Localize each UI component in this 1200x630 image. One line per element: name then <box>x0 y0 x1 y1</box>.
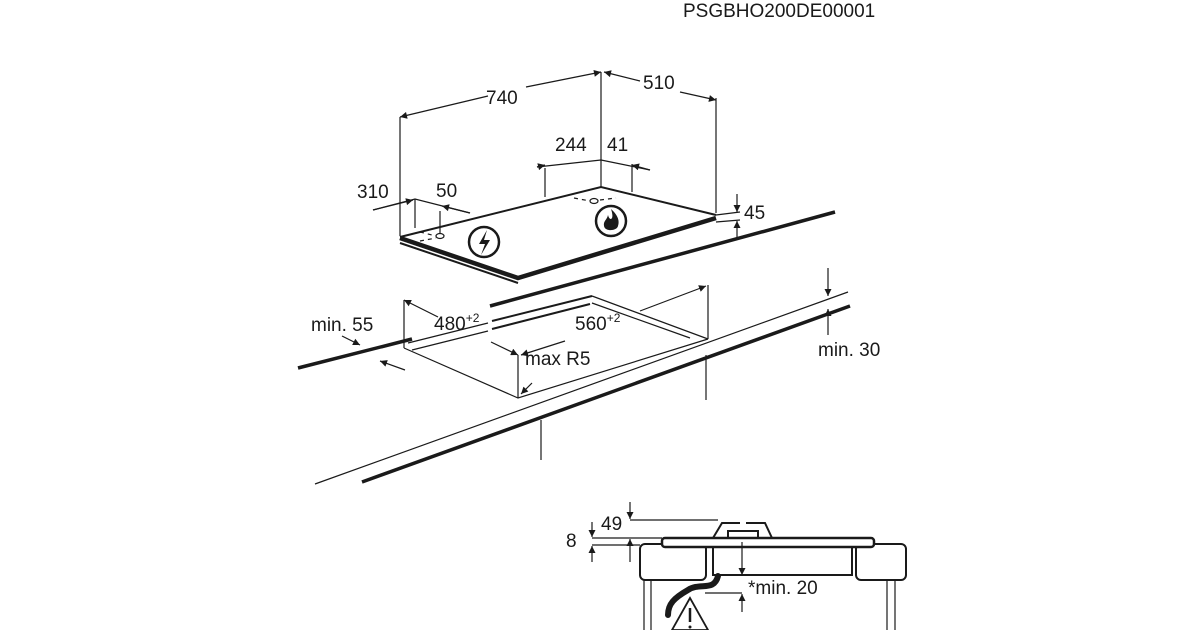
hob-dimension-lines <box>372 69 741 240</box>
height-label: 45 <box>744 203 765 224</box>
electric-y-label: 50 <box>436 181 457 202</box>
depth-label: 510 <box>643 73 675 94</box>
radius-label: max R5 <box>525 349 590 370</box>
hob-top-view <box>399 72 717 284</box>
worktop-thickness-label: min. 30 <box>818 340 880 361</box>
clearance-label: *min. 20 <box>748 578 818 599</box>
section-view <box>639 522 907 630</box>
gas-flame-icon <box>594 204 628 238</box>
document-code: PSGBHO200DE00001 <box>683 1 875 22</box>
width-label: 740 <box>486 88 518 109</box>
cutout-depth-label: 480+2 <box>434 311 480 335</box>
cutout-dimension-lines <box>341 268 832 395</box>
cutout <box>403 285 709 399</box>
gas-inlet-x-label: 244 <box>555 135 587 156</box>
gas-inlet-y-label: 41 <box>607 135 628 156</box>
warning-triangle-icon <box>670 596 710 630</box>
total-height-label: 49 <box>601 514 622 535</box>
section-dimension-lines <box>588 502 746 612</box>
electric-x-label: 310 <box>357 182 389 203</box>
electric-connection-icon <box>467 225 501 259</box>
cutout-width-label: 560+2 <box>575 311 621 335</box>
plate-height-label: 8 <box>566 531 577 552</box>
worktop <box>297 210 851 485</box>
front-distance-label: min. 55 <box>311 315 373 336</box>
